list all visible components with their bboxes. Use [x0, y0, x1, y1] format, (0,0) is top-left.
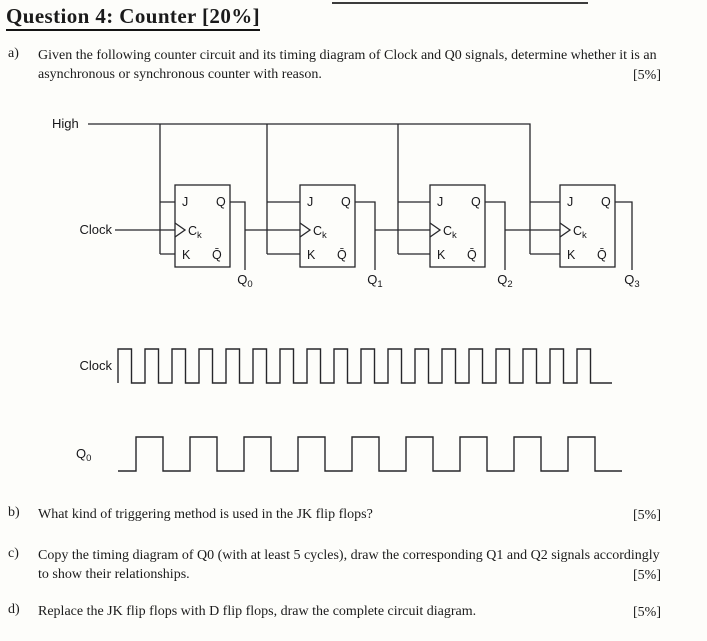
page-title-text: Question 4: Counter [20%] — [6, 4, 261, 31]
flipflop-2-body — [299, 184, 356, 268]
j-input-label: J — [307, 195, 313, 209]
q3-output-wire — [615, 201, 633, 270]
flipflop-2: J Q Ck K Q̄ — [299, 184, 356, 268]
clock-triangle-icon — [174, 222, 187, 238]
q0-waveform — [118, 436, 622, 472]
flipflop-3: J Q Ck K Q̄ — [429, 184, 486, 268]
k-input-label: K — [437, 248, 446, 262]
q-bar-output-label: Q̄ — [337, 248, 347, 262]
high-label: High — [52, 116, 79, 131]
q3-output-tag: Q3 — [624, 272, 639, 290]
question-part-a: a) Given the following counter circuit a… — [8, 46, 661, 84]
q1-ripple-wire — [355, 201, 430, 270]
part-b-text: What kind of triggering method is used i… — [38, 507, 373, 522]
j-input-label: J — [182, 195, 188, 209]
k-input-label: K — [567, 248, 576, 262]
q0-output-tag: Q0 — [237, 272, 252, 290]
q-bar-output-label: Q̄ — [467, 248, 477, 262]
q1-output-tag: Q1 — [367, 272, 382, 290]
k-input-label: K — [307, 248, 316, 262]
ck-label: Ck — [188, 224, 202, 241]
flipflop-1: J Q Ck K Q̄ — [174, 184, 231, 268]
clock-waveform — [117, 348, 612, 384]
clock-triangle-icon — [559, 222, 572, 238]
timing-diagram: Clock Q0 — [76, 348, 622, 472]
ck-label: Ck — [443, 224, 457, 241]
flipflop-4-body — [559, 184, 616, 268]
high-rail-wire — [88, 123, 560, 255]
flipflop-1-body — [174, 184, 231, 268]
timing-clock-label: Clock — [79, 358, 112, 373]
clock-triangle-icon — [299, 222, 312, 238]
question-part-d: d) Replace the JK flip flops with D flip… — [8, 602, 661, 621]
clock-label: Clock — [79, 222, 112, 237]
part-b-label: b) — [8, 505, 20, 520]
q-output-label: Q — [216, 195, 226, 209]
output-labels: Q0 Q1 Q2 Q3 — [237, 272, 639, 290]
part-d-text: Replace the JK flip flops with D flip fl… — [38, 604, 477, 619]
part-c-text: Copy the timing diagram of Q0 (with at l… — [38, 548, 660, 582]
ck-label: Ck — [313, 224, 327, 241]
q-output-label: Q — [341, 195, 351, 209]
flipflop-3-body — [429, 184, 486, 268]
part-c-marks: [5%] — [633, 568, 661, 583]
part-a-label: a) — [8, 46, 19, 61]
clock-triangle-icon — [429, 222, 442, 238]
q-output-label: Q — [601, 195, 611, 209]
q-output-label: Q — [471, 195, 481, 209]
scan-artifact-line — [332, 2, 588, 4]
part-c-label: c) — [8, 546, 19, 561]
k-input-label: K — [182, 248, 191, 262]
q2-ripple-wire — [485, 201, 560, 270]
part-d-marks: [5%] — [633, 605, 661, 620]
q2-output-tag: Q2 — [497, 272, 512, 290]
ck-label: Ck — [573, 224, 587, 241]
j-input-label: J — [437, 195, 443, 209]
part-a-marks: [5%] — [633, 68, 661, 83]
part-b-marks: [5%] — [633, 508, 661, 523]
flipflop-4: J Q Ck K Q̄ — [559, 184, 616, 268]
q0-ripple-wire — [230, 201, 300, 270]
circuit-wires: High Clock — [52, 116, 633, 270]
q-bar-output-label: Q̄ — [212, 248, 222, 262]
part-a-text: Given the following counter circuit and … — [38, 48, 657, 82]
question-part-b: b) What kind of triggering method is use… — [8, 505, 661, 524]
question-part-c: c) Copy the timing diagram of Q0 (with a… — [8, 546, 661, 584]
q-bar-output-label: Q̄ — [597, 248, 607, 262]
page-title: Question 4: Counter [20%] — [6, 4, 261, 31]
j-input-label: J — [567, 195, 573, 209]
timing-q0-label: Q0 — [76, 446, 91, 464]
part-d-label: d) — [8, 602, 20, 617]
